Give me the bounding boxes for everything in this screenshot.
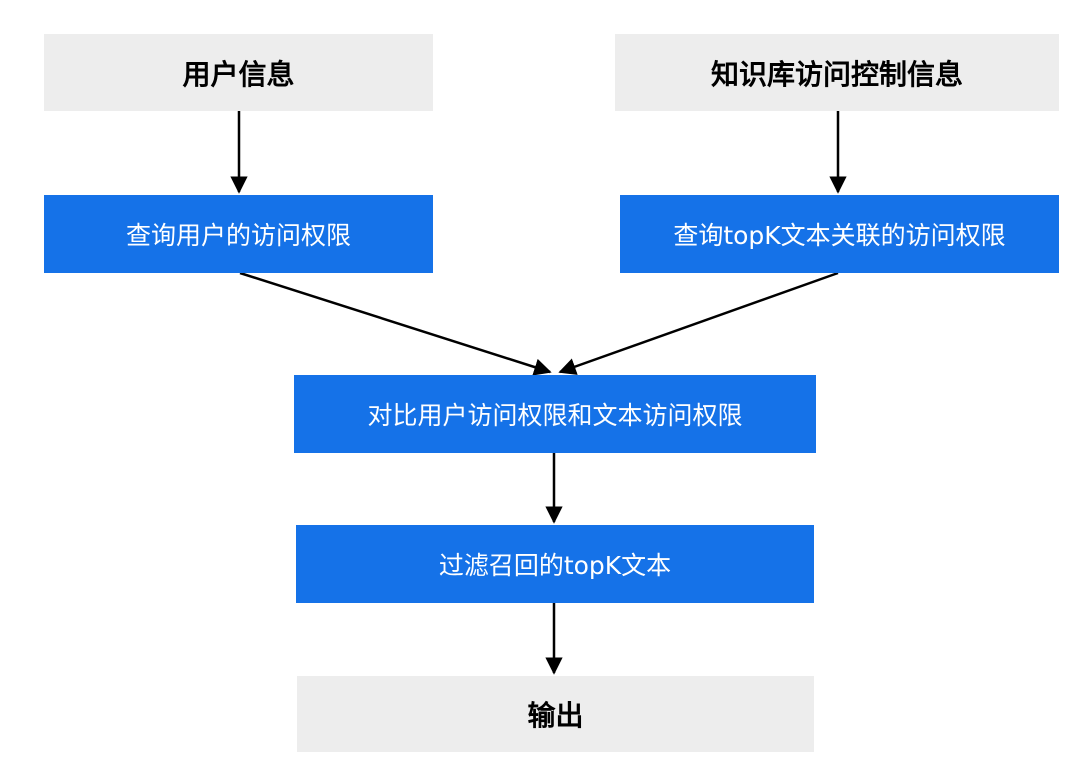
query-topk-permissions-node: 查询topK文本关联的访问权限: [620, 195, 1059, 273]
arrow-query-topk-to-compare: [558, 271, 839, 375]
user-info-node: 用户信息: [44, 34, 433, 111]
query-user-permissions-node: 查询用户的访问权限: [44, 195, 433, 273]
arrow-query-user-to-compare: [239, 271, 552, 376]
output-node: 输出: [297, 676, 814, 752]
compare-permissions-node: 对比用户访问权限和文本访问权限: [294, 375, 816, 453]
filter-topk-node: 过滤召回的topK文本: [296, 525, 814, 603]
kb-access-info-node: 知识库访问控制信息: [615, 34, 1059, 111]
